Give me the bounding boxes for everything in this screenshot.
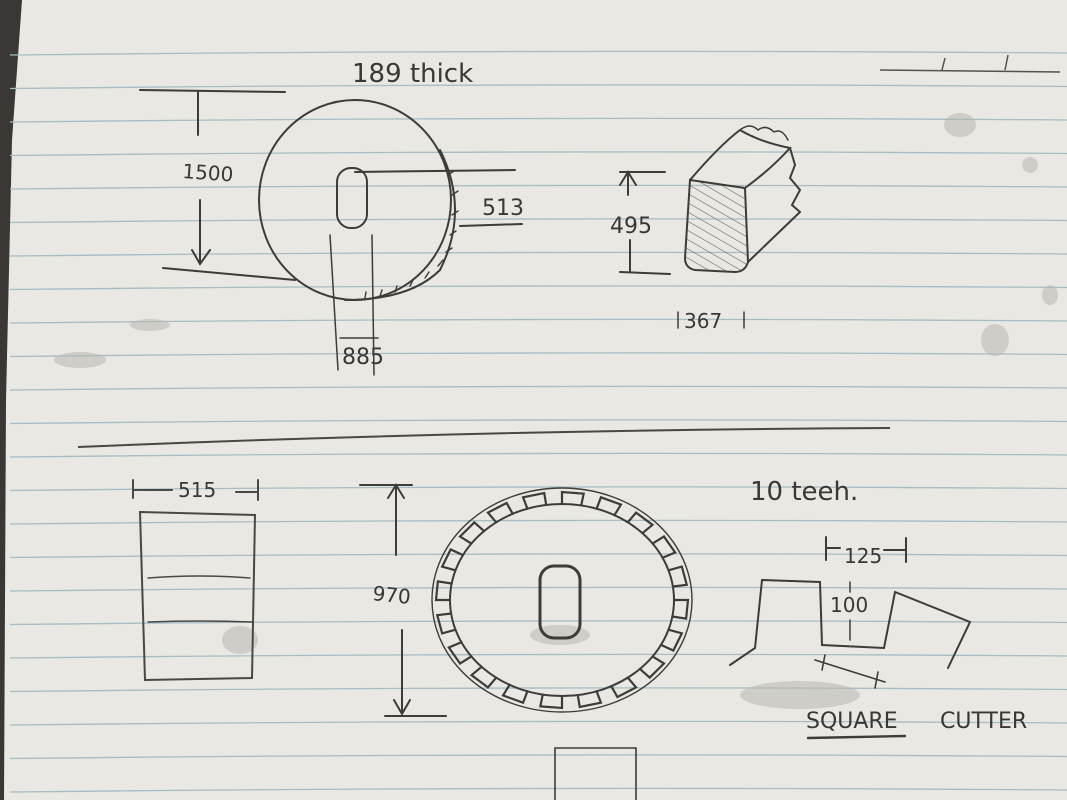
gear-tooth xyxy=(560,490,585,507)
square-note: SQUARE xyxy=(806,709,898,734)
wheel-rim-texture xyxy=(364,170,459,299)
rectangle-sketch xyxy=(132,479,259,682)
ruled-line xyxy=(9,352,1067,358)
ruled-line xyxy=(9,251,1067,257)
gear-tooth xyxy=(576,690,603,709)
gear-tooth xyxy=(521,491,548,510)
rectangle-inner-lines xyxy=(147,575,253,623)
gear-diameter-arrow xyxy=(359,483,447,717)
block-front-face xyxy=(683,178,750,274)
rectangle-width-label: 515 xyxy=(178,478,216,502)
gear-tooth xyxy=(667,565,689,588)
gear-sketch xyxy=(359,483,693,800)
block-height-arrow xyxy=(619,170,671,275)
wheel-top-dimension-line xyxy=(139,89,286,93)
paper-left-edge xyxy=(0,0,22,800)
gear-tooth xyxy=(435,612,457,635)
wheel-hub-slot xyxy=(336,167,368,229)
wheel-rim xyxy=(344,149,456,301)
gear-stub-rect xyxy=(554,747,637,800)
gear-tooth xyxy=(595,495,623,517)
wheel-hub-lines xyxy=(354,169,523,227)
ruled-line xyxy=(9,385,1067,391)
ruled-line xyxy=(9,720,1067,726)
ruled-line xyxy=(9,184,1067,190)
gear-tooth xyxy=(671,598,690,620)
tooth-width-label: 125 xyxy=(844,544,882,568)
ruled-line xyxy=(9,452,1067,458)
wheel-height-label: 1500 xyxy=(182,159,234,186)
gear-tooth xyxy=(501,683,529,705)
gear-tooth xyxy=(651,535,677,559)
tooth-depth-label: 100 xyxy=(830,593,868,617)
gear-outer-ring xyxy=(431,487,693,713)
block-sketch xyxy=(619,125,802,329)
ruled-line xyxy=(9,519,1067,525)
ruled-line xyxy=(9,754,1067,760)
section-divider xyxy=(77,427,891,448)
ruled-line xyxy=(9,50,1067,56)
gear-tooth xyxy=(626,511,655,535)
ruled-line xyxy=(9,687,1067,693)
gear-tooth xyxy=(638,655,666,680)
gear-tooth xyxy=(469,665,498,689)
ruled-line xyxy=(9,84,1067,90)
teeth-note: 10 teeh. xyxy=(750,477,858,507)
block-side-face xyxy=(747,147,802,263)
ruled-line xyxy=(9,151,1067,157)
block-rough-edge xyxy=(739,125,789,141)
tooth-bottom-arrow xyxy=(814,654,886,689)
paper-stains xyxy=(54,113,1058,709)
gear-tooth xyxy=(440,548,465,572)
ruled-line xyxy=(9,419,1067,425)
thickness-note: 189 thick xyxy=(352,59,473,89)
tooth-detail-sketch xyxy=(729,536,972,740)
block-height-label: 495 xyxy=(610,214,652,239)
wheel-bottom-dimension-line xyxy=(162,267,296,281)
rectangle-width-arrow xyxy=(132,479,259,501)
tooth-profile xyxy=(729,578,972,669)
block-top-face xyxy=(689,128,792,189)
gear-tooth xyxy=(610,676,638,699)
block-width-ticks xyxy=(677,311,745,329)
wheel-segment-lines xyxy=(329,234,379,376)
square-underline xyxy=(806,734,907,740)
gear-teeth xyxy=(434,490,690,710)
ruled-line xyxy=(9,787,1067,793)
gear-tooth xyxy=(539,693,564,710)
ruled-line xyxy=(9,486,1067,492)
tooth-width-arrow xyxy=(825,536,907,563)
gear-tooth xyxy=(486,501,514,524)
gear-diameter-label: 970 xyxy=(371,581,411,609)
gear-tooth xyxy=(659,628,684,652)
cutter-note: CUTTER xyxy=(940,709,1027,734)
block-width-label: 367 xyxy=(684,309,722,333)
gear-tooth xyxy=(434,580,453,602)
ruled-line xyxy=(9,117,1067,123)
wheel-segment-label: 885 xyxy=(342,345,384,370)
gear-tooth xyxy=(458,520,486,545)
ruled-line xyxy=(9,285,1067,291)
wheel-hub-label: 513 xyxy=(482,196,524,221)
gear-hub-slot xyxy=(538,564,582,640)
wheel-height-arrow xyxy=(191,91,211,266)
wheel-sketch xyxy=(139,89,523,376)
ruled-line xyxy=(9,218,1067,224)
ruled-line xyxy=(9,553,1067,559)
corner-marks xyxy=(879,54,1061,73)
ruled-line xyxy=(9,653,1067,659)
ruled-lines xyxy=(9,50,1067,793)
gear-tooth xyxy=(447,641,473,665)
rectangle-outline xyxy=(138,510,257,682)
